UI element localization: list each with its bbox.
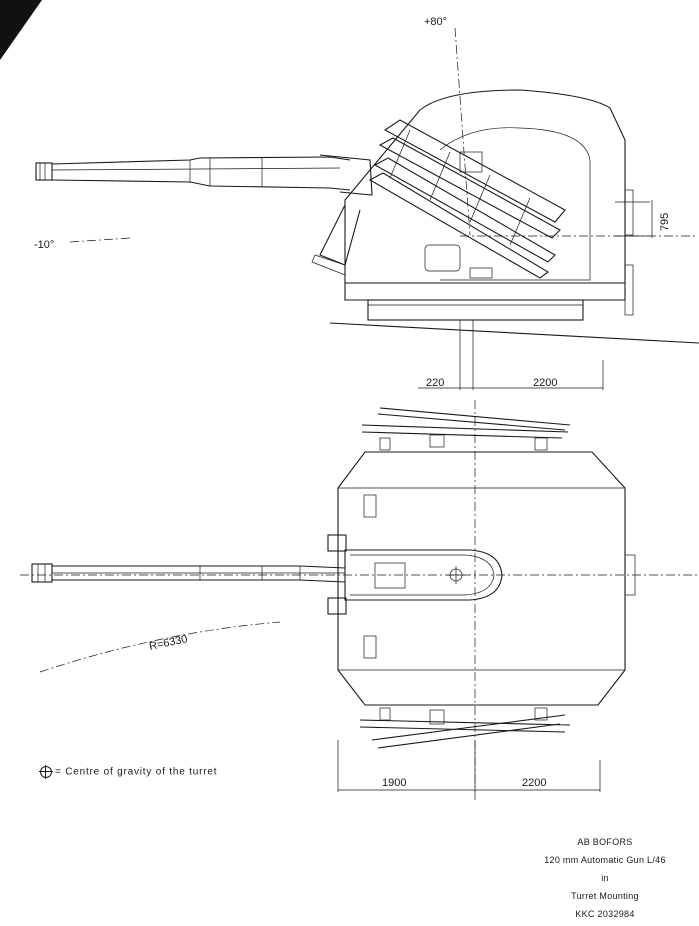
top-dimension-line — [337, 740, 601, 792]
title-line-2: in — [601, 873, 609, 883]
scan-corner — [0, 0, 42, 60]
top-cradle — [327, 534, 503, 615]
top-view — [20, 400, 699, 800]
top-lower-rack — [359, 707, 571, 749]
side-view: 795 — [35, 27, 699, 390]
radius-label: R=6330 — [148, 633, 188, 653]
depression-label: -10° — [34, 239, 54, 251]
swing-radius-arc — [39, 621, 281, 673]
side-dimension-line — [418, 320, 604, 390]
legend-text: = Centre of gravity of the turret — [55, 766, 218, 778]
top-upper-rack — [361, 407, 571, 451]
title-line-3: Turret Mounting — [571, 891, 639, 901]
elevation-label: +80° — [424, 16, 447, 28]
side-offset-right: 2200 — [533, 377, 557, 389]
side-offset-left: 220 — [426, 377, 444, 389]
centre-of-gravity-icon — [39, 765, 53, 779]
side-turret-body — [311, 89, 650, 321]
height-dimension: 795 — [651, 200, 671, 238]
top-offset-right: 2200 — [522, 777, 546, 789]
company-name: AB BOFORS — [577, 837, 633, 847]
side-ammo-rack — [368, 119, 566, 279]
title-line-1: 120 mm Automatic Gun L/46 — [544, 855, 666, 865]
drawing-number: KKC 2032984 — [575, 909, 635, 919]
top-turret-body — [337, 451, 636, 706]
title-block: AB BOFORS 120 mm Automatic Gun L/46 in T… — [520, 833, 690, 923]
top-barrel — [31, 563, 346, 583]
legend: = Centre of gravity of the turret — [39, 765, 218, 779]
top-offset-left: 1900 — [382, 777, 406, 789]
height-label: 795 — [659, 213, 671, 231]
side-barrel — [35, 154, 373, 196]
